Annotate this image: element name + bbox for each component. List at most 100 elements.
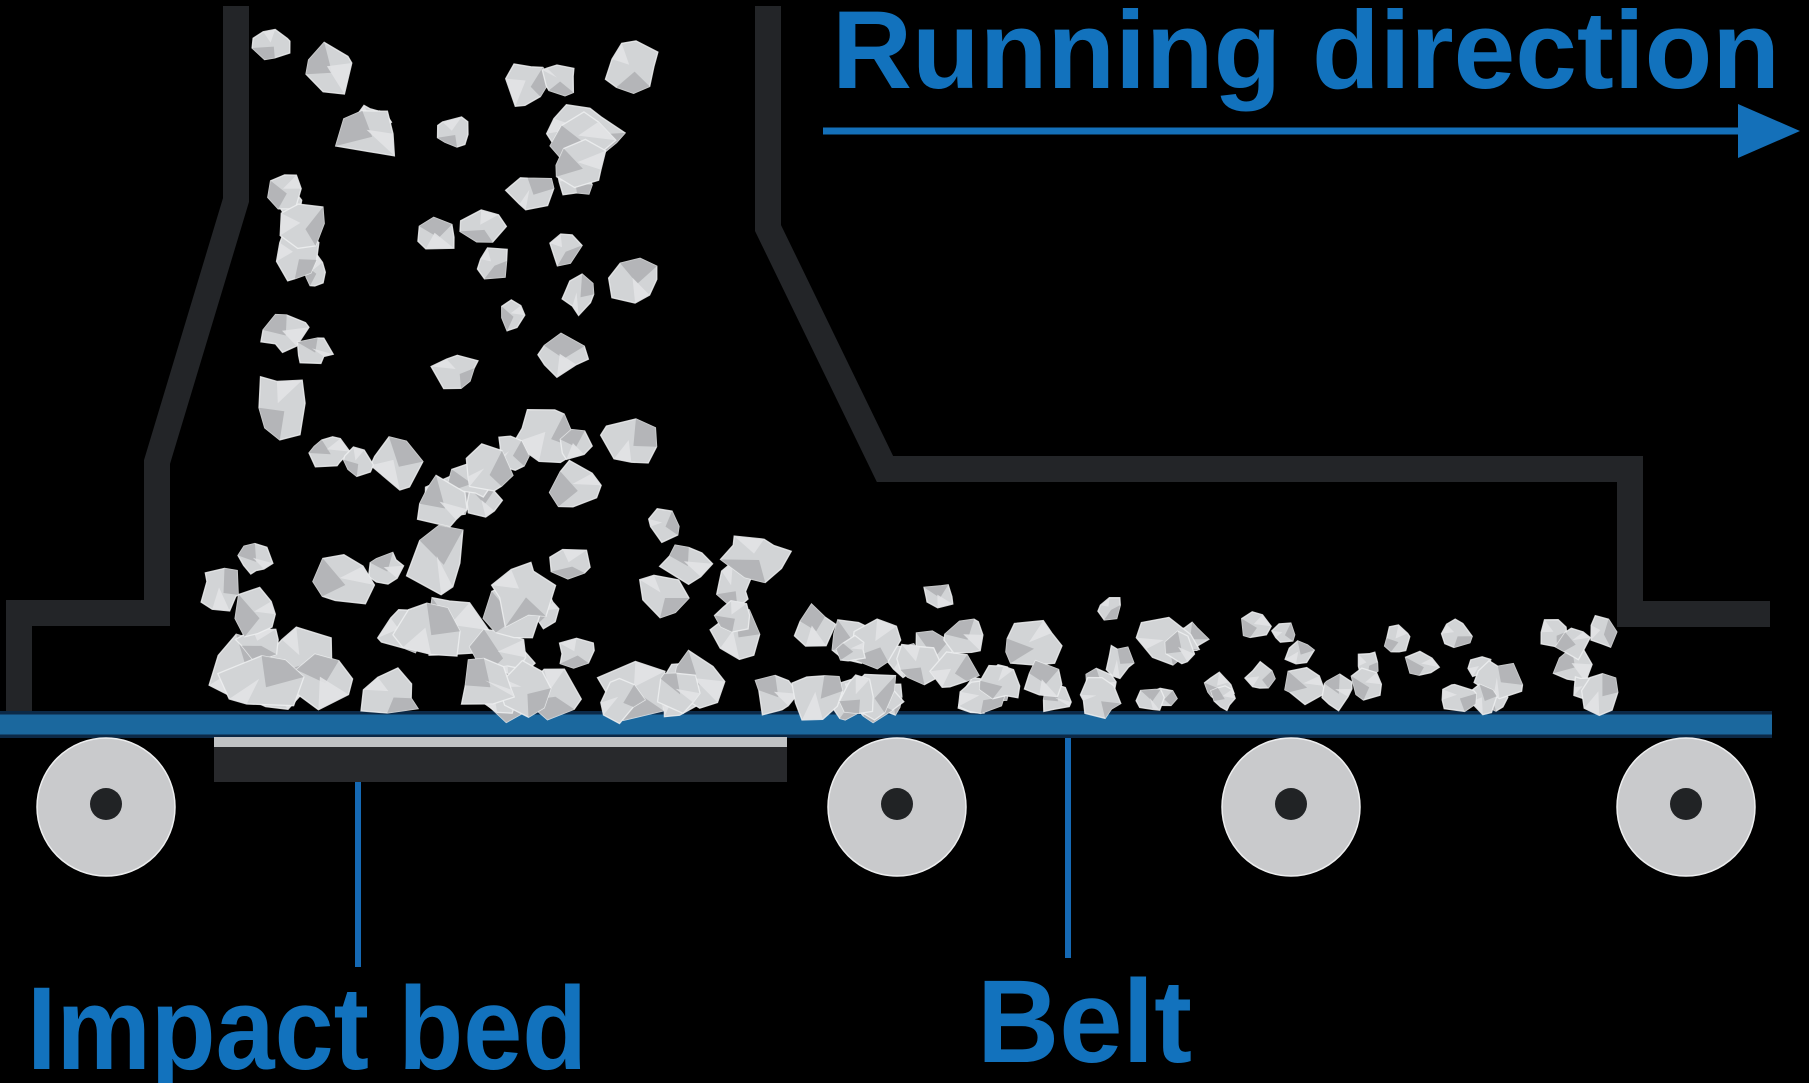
rock — [549, 233, 583, 267]
roller-hub — [881, 788, 913, 820]
rock — [1554, 627, 1592, 661]
rock — [369, 436, 424, 491]
rock — [1243, 660, 1276, 689]
chute-left-wall — [6, 6, 249, 713]
rock — [367, 551, 405, 585]
rock — [600, 677, 647, 725]
roller-hub — [1275, 788, 1307, 820]
conveyor-belt — [0, 711, 1772, 738]
rock — [460, 657, 516, 705]
rock — [1441, 683, 1477, 713]
rock — [561, 273, 595, 317]
rock — [234, 586, 276, 638]
rock — [200, 567, 239, 612]
rock — [360, 667, 420, 714]
chute-right-wall — [755, 6, 1770, 627]
roller-4 — [1616, 737, 1756, 877]
rock — [416, 474, 468, 528]
rock — [216, 655, 305, 707]
rock — [943, 618, 984, 654]
rock — [1079, 676, 1122, 720]
rock — [656, 672, 701, 715]
rock — [1404, 650, 1441, 676]
rock — [279, 203, 325, 250]
rock — [430, 354, 479, 390]
rock — [1241, 611, 1272, 639]
rock — [1580, 673, 1619, 717]
belt-surface — [0, 714, 1772, 735]
rock — [537, 332, 590, 379]
rock — [549, 548, 591, 580]
roller-3 — [1221, 737, 1361, 877]
impact-bed-pointer — [355, 782, 361, 967]
rock — [607, 257, 658, 304]
rock — [1270, 622, 1296, 643]
rock — [1590, 614, 1618, 649]
impact-bed-body — [214, 747, 787, 782]
rock — [405, 524, 464, 596]
rock — [923, 584, 954, 609]
rock — [896, 643, 944, 686]
rock — [251, 28, 291, 61]
bulk-material-rocks — [200, 28, 1619, 725]
rock — [658, 544, 714, 586]
rock — [548, 459, 602, 508]
rock — [312, 554, 376, 605]
rock — [267, 174, 302, 210]
belt-label: Belt — [977, 956, 1192, 1083]
rock — [1440, 618, 1473, 649]
rock — [604, 40, 659, 94]
rock — [1164, 630, 1196, 665]
rock — [459, 209, 508, 243]
rock — [501, 299, 526, 332]
rock — [1105, 644, 1135, 680]
rock — [498, 659, 552, 718]
rock — [599, 418, 658, 464]
rock — [558, 637, 595, 669]
rock — [1350, 667, 1383, 701]
label-pointer-lines — [355, 738, 1071, 967]
roller-2 — [827, 737, 967, 877]
rock — [1383, 624, 1411, 653]
running-direction-arrow — [823, 104, 1800, 158]
impact-bed-pad — [214, 737, 787, 747]
rock — [392, 602, 461, 657]
rock — [1284, 640, 1316, 665]
rock — [559, 428, 593, 461]
rock — [476, 247, 508, 280]
roller-hub — [1670, 788, 1702, 820]
rock — [237, 542, 274, 575]
rock — [1097, 597, 1121, 621]
rock — [308, 436, 351, 468]
rock — [1135, 688, 1166, 711]
roller-1 — [36, 737, 176, 877]
impact-bed-label: Impact bed — [27, 963, 587, 1083]
impact-bed — [214, 737, 787, 782]
rock — [713, 600, 751, 633]
arrow-head-icon — [1738, 104, 1800, 158]
rock — [838, 674, 874, 715]
rock — [791, 675, 844, 721]
rock — [1284, 666, 1327, 706]
roller-hub — [90, 788, 122, 820]
rock — [296, 337, 335, 365]
rock — [978, 664, 1021, 700]
rock — [234, 628, 279, 663]
rock — [287, 653, 354, 711]
rock — [417, 216, 455, 250]
rock — [1210, 685, 1236, 712]
rock — [555, 138, 607, 189]
rock — [835, 634, 867, 662]
rock — [258, 375, 306, 441]
rock — [305, 41, 353, 95]
rock — [1321, 673, 1353, 712]
rock — [465, 443, 514, 492]
idler-rollers — [36, 737, 1756, 877]
rock — [504, 177, 555, 211]
chute-walls — [6, 6, 1770, 713]
belt-pointer — [1065, 738, 1071, 958]
rock — [342, 446, 375, 478]
